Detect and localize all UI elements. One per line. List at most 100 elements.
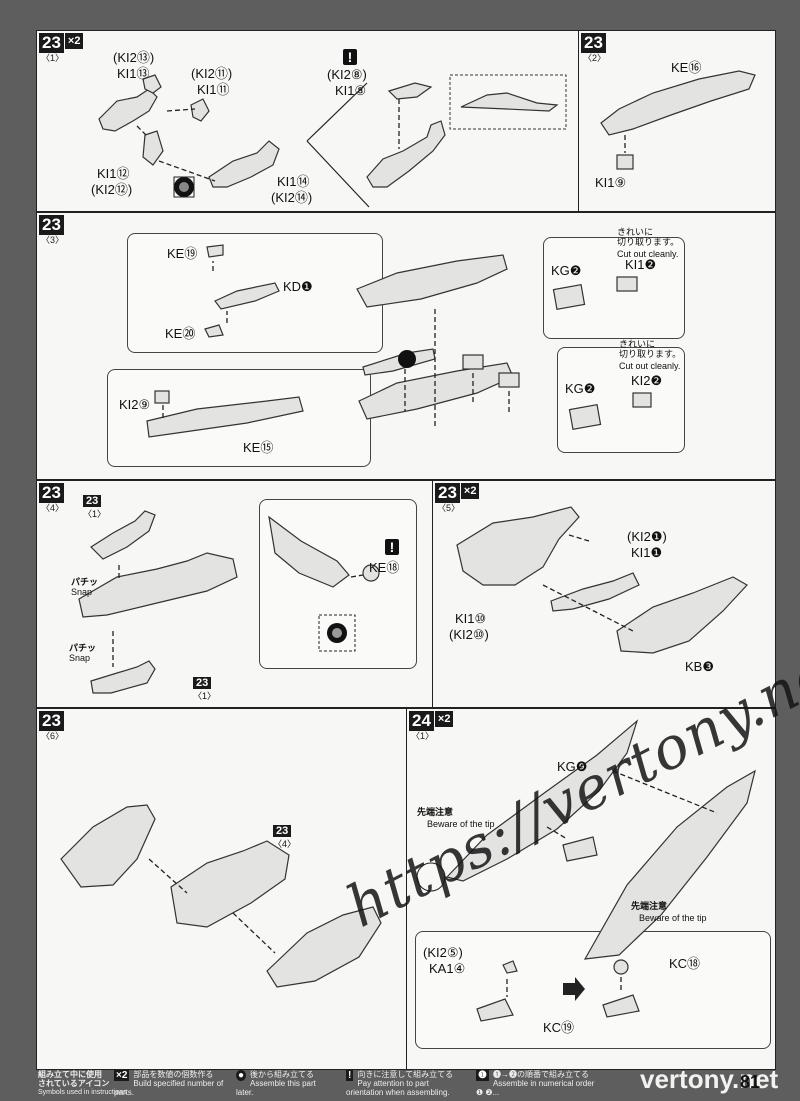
part-label: KI1⑬	[117, 66, 150, 81]
part-label: (KI2⑪)	[191, 66, 233, 81]
order-icon: ❶	[476, 1070, 489, 1081]
step-number: 23	[435, 483, 460, 503]
legend-text-en: Build specified number of parts.	[114, 1079, 224, 1097]
step-number: 24	[409, 711, 434, 731]
reference-step-sub: 〈4〉	[273, 839, 297, 849]
step-number: 23	[39, 215, 64, 235]
watermark-site: vertony.net	[640, 1064, 779, 1094]
legend-text-jp: 後から組み立てる	[250, 1070, 315, 1079]
icon-legend: 組み立て中に使用 されているアイコン Symbols used in instr…	[36, 1068, 776, 1098]
reference-step-sub: 〈1〉	[193, 691, 217, 701]
sub-assembly-box	[415, 931, 771, 1049]
part-label: KI1⑨	[595, 175, 627, 190]
step-sub: 〈3〉	[41, 235, 65, 245]
part-label: KG❷	[565, 381, 596, 396]
part-label: KI1⑧	[335, 83, 367, 98]
step-number: 23	[39, 33, 64, 53]
legend-text-jp: 部品を数値の個数作る	[133, 1070, 214, 1079]
panel-1-illustration	[98, 74, 567, 208]
reference-step: 23	[83, 495, 102, 507]
part-label: KI1⑪	[197, 82, 230, 97]
part-label: KI2❷	[631, 373, 663, 388]
reference-step: 23	[193, 677, 212, 689]
step-number: 23	[39, 483, 64, 503]
caution-icon: !	[346, 1070, 354, 1081]
caution-icon: !	[343, 49, 357, 65]
multiply-icon: ×2	[460, 483, 480, 499]
panel-7-illustration	[416, 719, 756, 1022]
part-label: (KI2⑫)	[91, 182, 133, 197]
legend-title: 組み立て中に使用 されているアイコン Symbols used in instr…	[38, 1070, 127, 1097]
step-sub: 〈1〉	[411, 731, 435, 741]
part-label: (KI2⑧)	[327, 67, 367, 82]
part-label: KC⑲	[543, 1020, 575, 1035]
tip-warning-en: Beware of the tip	[427, 819, 495, 829]
step-number: 23	[581, 33, 606, 53]
part-label: KI1⑭	[277, 174, 310, 189]
legend-text-jp: ❶→❷の順番で組み立てる	[492, 1070, 589, 1079]
panel-step-23-3: 23〈3〉 KE⑲	[36, 212, 776, 480]
part-label: (KI2❶)	[627, 529, 667, 544]
legend-title-en: Symbols used in instructions	[38, 1089, 127, 1096]
part-label: (KI2⑭)	[271, 190, 313, 205]
legend-item-order: ❶ ❶→❷の順番で組み立てる Assemble in numerical ord…	[476, 1070, 603, 1097]
snap-label: パチッ	[71, 577, 99, 587]
tip-warning-jp: 先端注意	[631, 901, 668, 911]
part-label: (KI2⑩)	[449, 627, 489, 642]
instruction-page: 23×2〈1〉 (KI2⑬) KI1⑬ (KI2⑪) KI1⑪ KI1⑫ (KI…	[36, 30, 800, 1070]
assemble-later-icon: ●	[236, 1070, 247, 1081]
part-label: KG❾	[557, 759, 588, 774]
page-number: 81	[740, 1072, 761, 1092]
panel-step-24-1: 24×2 〈1〉 KG❾ KC⑱ KC⑲ (KI2⑤) KA1④ 先端注意 Bew…	[406, 708, 776, 1070]
cut-note-en: Cut out cleanly.	[619, 361, 681, 371]
sub-assembly-box	[557, 347, 685, 453]
snap-label: パチッ	[69, 643, 97, 653]
panel-2-illustration	[600, 70, 756, 170]
cut-note-jp: きれいに 切り取ります。	[617, 227, 680, 247]
reference-step: 23	[273, 825, 292, 837]
part-label: KE⑱	[369, 560, 400, 575]
panel-6-illustration	[60, 804, 382, 988]
part-label: (KI2⑬)	[113, 50, 155, 65]
sub-assembly-box	[259, 499, 417, 669]
legend-text-en: Pay attention to part orientation when a…	[346, 1079, 450, 1097]
legend-item-multiply: ×2 部品を数値の個数作る Build specified number of …	[114, 1070, 226, 1097]
step-sub: 〈5〉	[437, 503, 461, 513]
step-sub: 〈1〉	[41, 53, 65, 63]
part-label: KA1④	[429, 961, 466, 976]
part-label: KG❷	[551, 263, 582, 278]
part-label: KE⑯	[671, 60, 702, 75]
part-label: KE⑳	[165, 326, 196, 341]
panel-step-23-6: 23〈6〉 23 〈4〉	[36, 708, 408, 1070]
panel-3-illustration	[146, 244, 652, 438]
part-label: KI1❷	[625, 257, 657, 272]
part-label: KI1❶	[631, 545, 663, 560]
part-label: KE⑮	[243, 440, 274, 455]
legend-item-orientation: ! 向きに注意して組み立てる Pay attention to part ori…	[346, 1070, 466, 1097]
panel-4-illustration	[78, 510, 380, 694]
step-sub: 〈6〉	[41, 731, 65, 741]
multiply-icon: ×2	[434, 711, 454, 727]
part-label: (KI2⑤)	[423, 945, 463, 960]
panel-step-23-5: 23×2〈5〉 (KI2❶) KI1❶ KI1⑩ (KI2⑩) KB❸	[432, 480, 776, 708]
part-label: KI2⑨	[119, 397, 151, 412]
part-label: KE⑲	[167, 246, 198, 261]
caution-icon: !	[385, 539, 399, 555]
cut-note-jp: きれいに 切り取ります。	[619, 339, 682, 359]
panel-5-illustration	[456, 506, 748, 654]
step-sub: 〈2〉	[583, 53, 607, 63]
panel-step-23-2: 23〈2〉 KE⑯ KI1⑨	[578, 30, 776, 212]
legend-title-jp: 組み立て中に使用 されているアイコン	[38, 1070, 110, 1088]
cut-note-en: Cut out cleanly.	[617, 249, 679, 259]
legend-text-en: Assemble in numerical order ❶ ❷...	[476, 1079, 595, 1097]
ref-step-number: 23	[83, 495, 102, 507]
legend-item-later: ● 後から組み立てる Assemble this part later.	[236, 1070, 321, 1097]
panel-step-23-1: 23×2〈1〉 (KI2⑬) KI1⑬ (KI2⑪) KI1⑪ KI1⑫ (KI…	[36, 30, 580, 212]
snap-label-en: Snap	[71, 587, 93, 597]
snap-label-en: Snap	[69, 653, 91, 663]
part-label: KC⑱	[669, 956, 701, 971]
step-number: 23	[39, 711, 64, 731]
tip-warning-jp: 先端注意	[417, 807, 454, 817]
part-label: KI1⑫	[97, 166, 130, 181]
multiply-icon: ×2	[114, 1070, 130, 1081]
